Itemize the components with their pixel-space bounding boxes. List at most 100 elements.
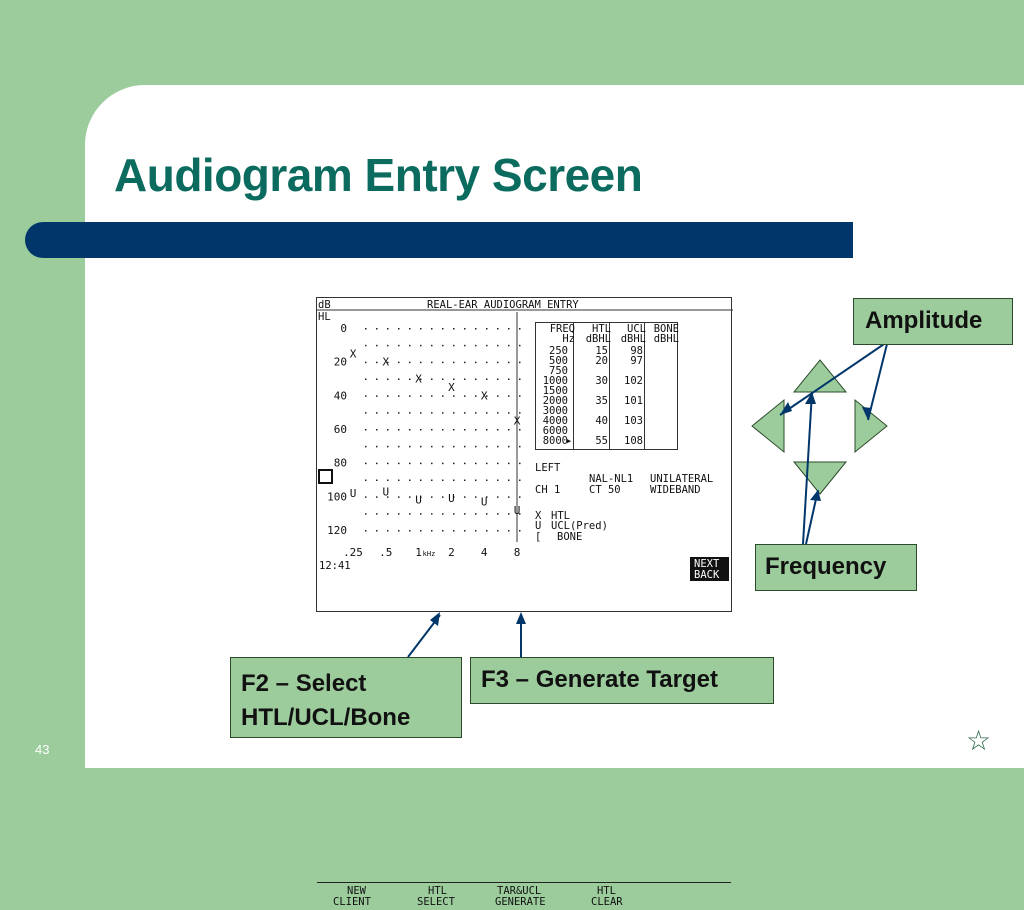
star-icon[interactable]: ☆ xyxy=(966,725,992,756)
legend-htl-label: HTL xyxy=(551,510,570,522)
table-header: FREQ xyxy=(549,323,575,335)
grid-dot xyxy=(398,445,400,448)
grid-dot xyxy=(519,378,521,380)
grid-dot xyxy=(376,429,378,431)
fkey-3-line2: GENERATE xyxy=(495,896,546,908)
grid-dot xyxy=(453,530,455,532)
grid-dot xyxy=(497,378,499,380)
grid-dot xyxy=(475,462,477,465)
grid-dot xyxy=(420,462,422,465)
fkey-tar-ucl-generate[interactable]: TAR&UCL GENERATE xyxy=(495,882,583,910)
grid-dot xyxy=(409,445,411,448)
grid-dot xyxy=(497,361,499,364)
grid-dot xyxy=(431,395,433,397)
grid-dot xyxy=(398,378,400,380)
fkey-htl-clear[interactable]: HTL CLEAR xyxy=(583,882,731,910)
y-tick-label: 120 xyxy=(327,524,347,537)
grid-dot xyxy=(387,412,389,414)
y-axis-unit-top: dB xyxy=(318,299,331,311)
back-label[interactable]: BACK xyxy=(694,569,720,581)
table-cell: 97 xyxy=(630,355,643,367)
y-tick-label: 20 xyxy=(334,356,347,369)
grid-dot xyxy=(475,378,477,380)
grid-dot xyxy=(519,328,521,330)
grid-dot xyxy=(387,328,389,330)
grid-dot xyxy=(398,429,400,431)
grid-dot xyxy=(475,513,477,515)
fkey-2-line2: SELECT xyxy=(417,896,455,908)
grid-dot xyxy=(376,462,378,465)
grid-dot xyxy=(508,530,510,532)
grid-dot xyxy=(486,445,488,448)
table-cell: 30 xyxy=(595,375,608,387)
grid-dot xyxy=(508,378,510,380)
grid-dot xyxy=(409,361,411,364)
grid-dot xyxy=(453,378,455,380)
grid-dot xyxy=(420,530,422,532)
grid-dot xyxy=(409,462,411,465)
channel-label: CH 1 xyxy=(535,484,561,496)
grid-dot xyxy=(431,344,433,347)
table-cell: 55 xyxy=(595,435,608,447)
clock: 12:41 xyxy=(319,560,351,572)
grid-dot xyxy=(420,344,422,347)
grid-dot xyxy=(453,344,455,347)
grid-dot xyxy=(475,445,477,448)
frequency-callout: Frequency xyxy=(755,544,917,591)
table-cell: 8000 xyxy=(542,435,568,447)
grid-dot xyxy=(442,328,444,330)
title-underline-bar xyxy=(25,222,853,258)
grid-dot xyxy=(420,395,422,397)
grid-dot xyxy=(519,395,521,397)
x-tick-label: 8 xyxy=(514,546,521,559)
grid-dot xyxy=(365,496,367,498)
grid-dot xyxy=(442,462,444,465)
grid-dot xyxy=(431,530,433,532)
grid-dot xyxy=(398,496,400,498)
grid-dot xyxy=(497,328,499,330)
grid-dot xyxy=(387,496,389,498)
grid-dot xyxy=(431,361,433,364)
grid-dot xyxy=(420,496,422,498)
next-back-block[interactable]: NEXT BACK xyxy=(690,557,729,581)
table-cell: 40 xyxy=(595,415,608,427)
y-tick-label: 80 xyxy=(334,457,347,470)
ucl-point: U xyxy=(382,485,389,498)
grid-dot xyxy=(519,361,521,364)
grid-dot xyxy=(387,479,389,481)
grid-dot xyxy=(365,513,367,515)
grid-dot xyxy=(464,479,466,481)
grid-dot xyxy=(365,412,367,414)
f2-callout: F2 – Select HTL/UCL/Bone xyxy=(230,657,462,738)
fkey-1-line1: NEW xyxy=(347,885,366,897)
fkey-htl-select[interactable]: HTL SELECT xyxy=(405,882,497,910)
grid-dot xyxy=(464,328,466,330)
grid-dot xyxy=(431,412,433,414)
grid-dot xyxy=(442,530,444,532)
table-header: BONE xyxy=(653,323,679,335)
bone-marker-icon xyxy=(318,469,333,484)
legend-ucl-label: UCL(Pred) xyxy=(551,520,608,532)
grid-dot xyxy=(409,395,411,397)
grid-dot xyxy=(387,462,389,465)
frequency-pointer-up xyxy=(802,391,813,545)
grid-dot xyxy=(376,445,378,448)
fkey-new-client[interactable]: NEW CLIENT xyxy=(317,882,405,910)
grid-dot xyxy=(365,328,367,330)
grid-dot xyxy=(409,378,411,380)
ct-label: CT 50 xyxy=(589,484,621,496)
x-tick-label: 1 xyxy=(415,546,422,559)
table-cell: 20 xyxy=(595,355,608,367)
grid-dot xyxy=(486,429,488,431)
grid-dot xyxy=(420,361,422,364)
grid-dot xyxy=(376,378,378,380)
next-label[interactable]: NEXT xyxy=(694,558,720,570)
grid-dot xyxy=(453,445,455,448)
grid-dot xyxy=(376,496,378,498)
grid-dot xyxy=(365,378,367,380)
grid-dot xyxy=(387,530,389,532)
grid-dot xyxy=(387,378,389,380)
grid-dot xyxy=(453,429,455,431)
x-tick-label: 2 xyxy=(448,546,455,559)
grid-dot xyxy=(365,344,367,347)
